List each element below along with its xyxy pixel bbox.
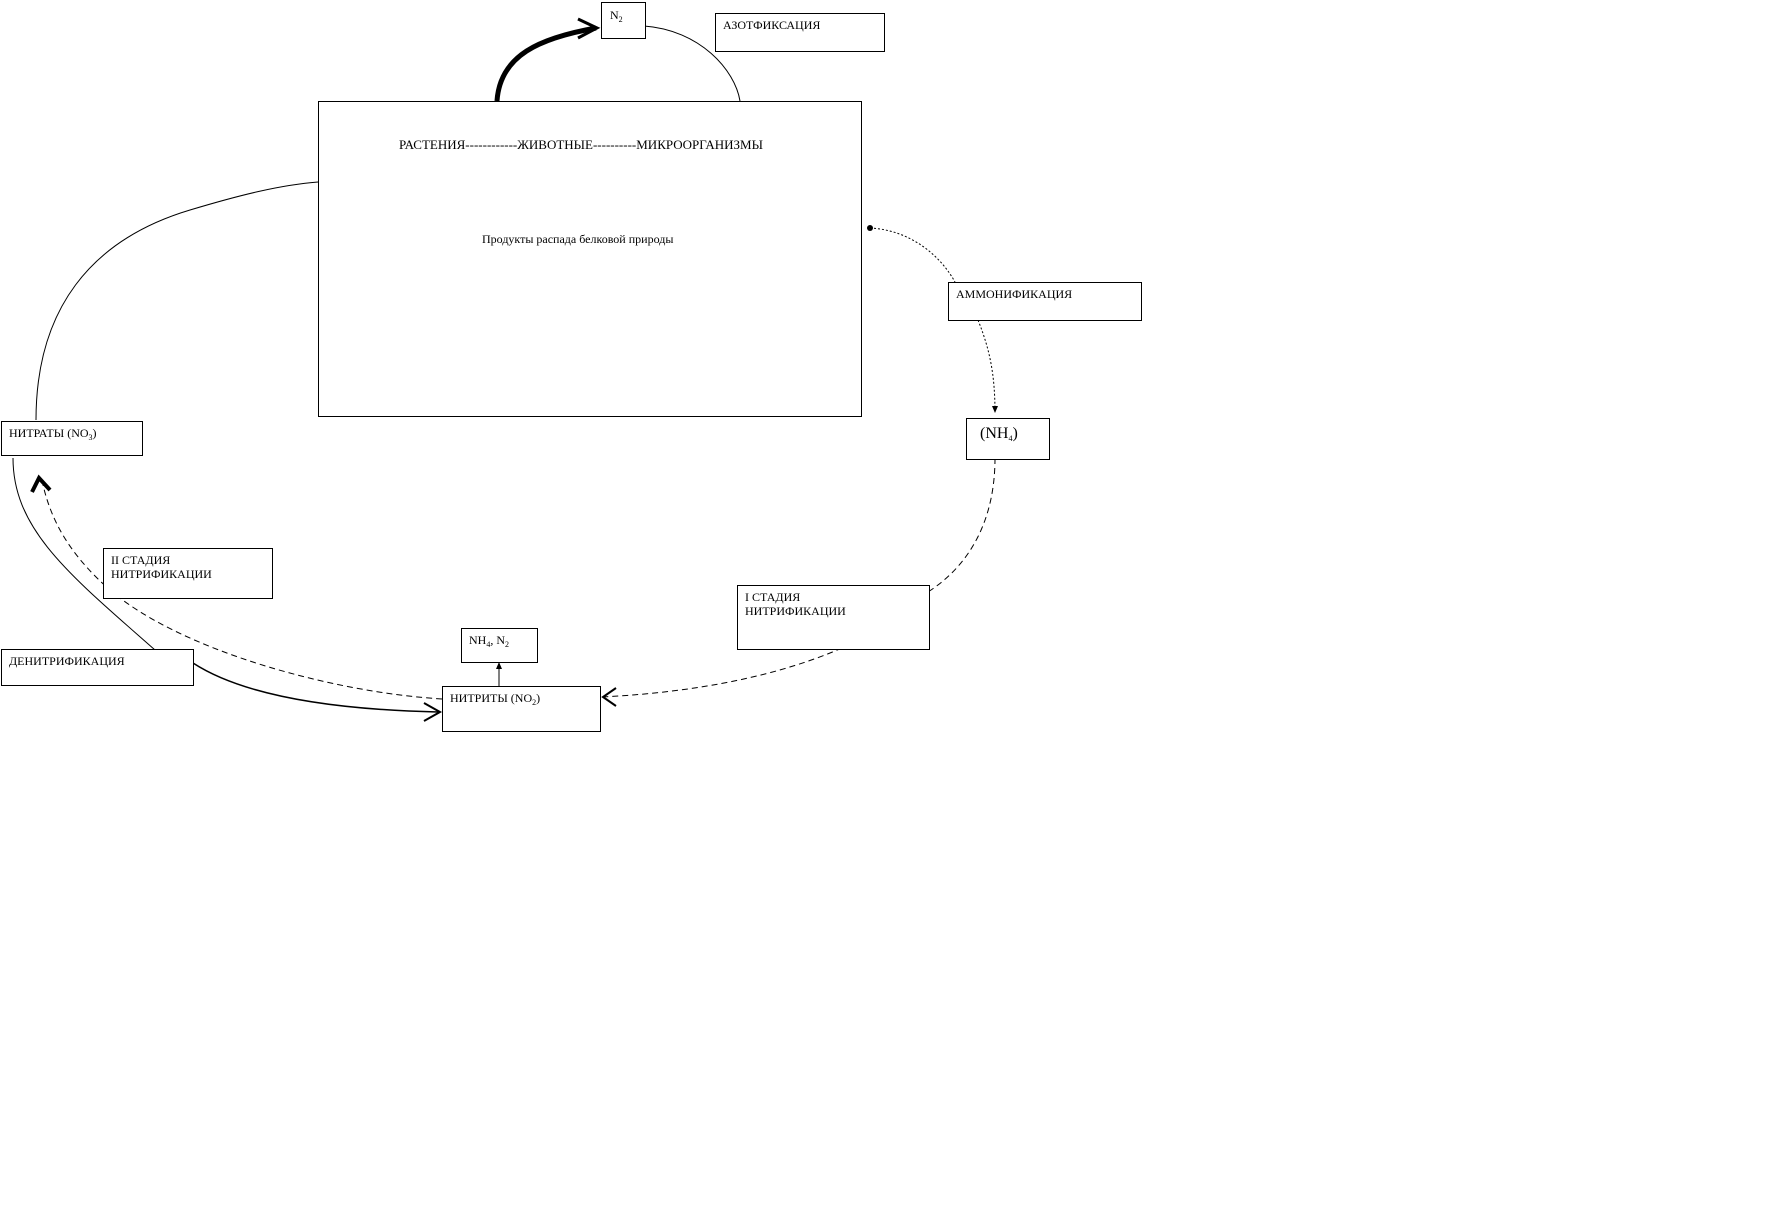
n2-box: N2 [601, 2, 646, 39]
nh4-n2-box: NH4, N2 [461, 628, 538, 663]
nh4-n2-label: NH [469, 633, 487, 647]
ammonif-dotted-to-nh4 [977, 319, 998, 414]
nitrites-to-nitrates-dashed [41, 479, 443, 700]
nitrates-to-main-solid [35, 181, 319, 421]
denitrif-label: ДЕНИТРИФИКАЦИЯ [9, 654, 125, 668]
nh4-to-stage1-dashed [927, 457, 996, 593]
nitrates-arrowhead [30, 474, 52, 493]
n2-to-main-arc [643, 25, 741, 102]
stage2-box: II СТАДИЯ НИТРИФИКАЦИИ [103, 548, 273, 599]
nh4-box: (NH4) [966, 418, 1050, 460]
products-label: Продукты распада белковой природы [482, 232, 674, 246]
azotfix-label: АЗОТФИКСАЦИЯ [723, 18, 821, 32]
stage2-line2: НИТРИФИКАЦИИ [111, 567, 212, 581]
stage1-to-nitrites-dashed [601, 647, 843, 698]
denitrif-box: ДЕНИТРИФИКАЦИЯ [1, 649, 194, 686]
stage1-line2: НИТРИФИКАЦИИ [745, 604, 846, 618]
nitrates-box: НИТРАТЫ (NO3) [1, 421, 143, 456]
ammonif-dotted-curve [869, 227, 956, 283]
stage1-line1: I СТАДИЯ [745, 590, 801, 604]
ammonif-box: АММОНИФИКАЦИЯ [948, 282, 1142, 321]
stage2-line1: II СТАДИЯ [111, 553, 171, 567]
stage1-box: I СТАДИЯ НИТРИФИКАЦИИ [737, 585, 930, 650]
main-organisms-box: РАСТЕНИЯ------------ЖИВОТНЫЕ----------МИ… [318, 101, 862, 417]
nitrates-label: НИТРАТЫ (NO [9, 426, 89, 440]
nitrites-arrowhead-right [601, 687, 617, 707]
nitrates-to-nitrites-solid [12, 457, 156, 651]
nh4-label: (NH [980, 425, 1009, 442]
nitrites-label: НИТРИТЫ (NO [450, 691, 533, 705]
organisms-row-label: РАСТЕНИЯ------------ЖИВОТНЫЕ----------МИ… [399, 137, 763, 152]
fixation-thick-arrow [494, 25, 597, 102]
ammonif-label: АММОНИФИКАЦИЯ [956, 287, 1073, 301]
denitrif-to-nitrites-solid [192, 662, 439, 713]
nitrites-arrowhead-left [423, 702, 443, 722]
fixation-arrowhead [577, 17, 601, 40]
nitrites-box: НИТРИТЫ (NO2) [442, 686, 601, 732]
n2-label: N [610, 8, 619, 22]
azotfix-box: АЗОТФИКСАЦИЯ [715, 13, 885, 52]
